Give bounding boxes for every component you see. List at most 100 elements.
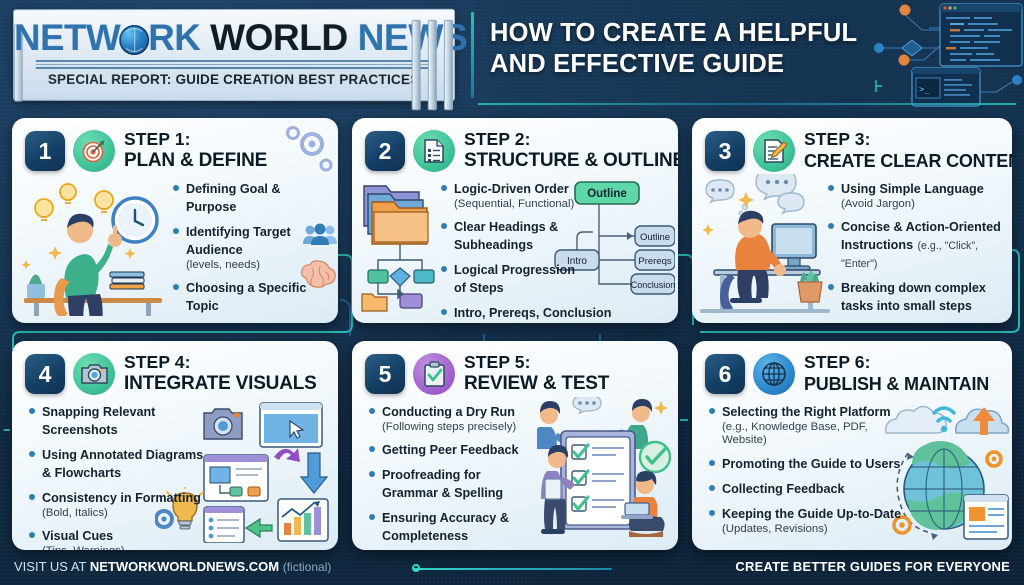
tech-decoration-graphic: >_ xyxy=(874,3,1023,107)
bullet-item: Snapping Relevant Screenshots xyxy=(28,403,243,439)
bullet-item: Using Annotated Diagrams & Flowcharts xyxy=(28,446,243,482)
card-bullets: Using Simple Language(Avoid Jargon) Conc… xyxy=(827,180,1004,323)
masthead-word-rk: RK xyxy=(148,17,201,58)
bullet-item: Conducting a Dry Run(Following steps pre… xyxy=(368,403,583,434)
bullet-item: Intro, Prereqs, Conclusion xyxy=(440,304,650,322)
card-header: 2 STEP 2: STRUCTURE & OUTLINE xyxy=(365,128,678,175)
bullet-item: Scope of Content xyxy=(172,322,330,323)
clipboard-check-icon xyxy=(413,353,455,395)
card-title-line2: PLAN & DEFINE xyxy=(124,150,268,171)
bullet-item: Logical Progression of Steps xyxy=(440,261,650,297)
paper-fold xyxy=(443,19,453,111)
document-list-icon xyxy=(413,130,455,172)
footer-tagline: CREATE BETTER GUIDES FOR EVERYONE xyxy=(735,559,1010,574)
globe-icon xyxy=(119,25,150,55)
bullet-item: Using Simple Language(Avoid Jargon) xyxy=(827,180,1004,211)
step-number-badge: 4 xyxy=(25,354,65,394)
card-title: STEP 6: PUBLISH & MAINTAIN xyxy=(804,351,1002,395)
card-bullets: Conducting a Dry Run(Following steps pre… xyxy=(368,403,583,550)
header-baseline xyxy=(478,103,1016,105)
bullet-item: Getting Peer Feedback xyxy=(368,441,583,459)
card-title-line2: CREATE CLEAR CONTENT xyxy=(804,151,1012,171)
card-title-line2: STRUCTURE & OUTLINE xyxy=(464,150,678,171)
bullet-item: Identifying Target Audience(levels, need… xyxy=(172,223,330,272)
card-title: STEP 2: STRUCTURE & OUTLINE xyxy=(464,128,678,172)
step-number-badge: 1 xyxy=(25,131,65,171)
bullet-item: Clear Headings & Subheadings xyxy=(440,218,650,254)
card-title-line2: REVIEW & TEST xyxy=(464,373,610,394)
card-title-line1: STEP 1: xyxy=(124,129,191,149)
card-title-line1: STEP 5: xyxy=(464,352,531,372)
page-title-line2: AND EFFECTIVE GUIDE xyxy=(490,50,785,78)
card-header: 6 STEP 6: PUBLISH & MAINTAIN xyxy=(705,352,1002,398)
masthead-word-world: WORLD xyxy=(210,16,348,59)
masthead-subtitle: SPECIAL REPORT: GUIDE CREATION BEST PRAC… xyxy=(47,71,420,88)
card-title: STEP 4: INTEGRATE VISUALS xyxy=(124,351,328,395)
bullet-item: Selecting the Right Platform(e.g., Knowl… xyxy=(708,403,983,448)
card-title-line1: STEP 6: xyxy=(804,352,871,372)
bullet-item: Consistency in Formatting(Bold, Italics) xyxy=(28,489,243,520)
folders-flowchart-illustration xyxy=(361,185,435,312)
page-title: HOW TO CREATE A HELPFUL AND EFFECTIVE GU… xyxy=(490,18,890,80)
footer-site-url[interactable]: NETWORKWORLDNEWS.COM xyxy=(89,559,280,574)
card-header: 4 STEP 4: INTEGRATE VISUALS xyxy=(25,352,328,398)
card-title-line2: PUBLISH & MAINTAIN xyxy=(804,374,990,394)
step-card-4[interactable]: 4 STEP 4: INTEGRATE VISUALS xyxy=(12,341,338,550)
card-bullets: Selecting the Right Platform(e.g., Knowl… xyxy=(708,403,983,543)
card-title-line2: INTEGRATE VISUALS xyxy=(124,373,317,394)
step-number-badge: 3 xyxy=(705,131,745,171)
masthead-word-network: NETW xyxy=(14,17,121,58)
paper-fold xyxy=(411,19,421,111)
step-card-2[interactable]: 2 STEP 2: STRUCTURE & OUTLINE xyxy=(352,118,678,323)
bullet-item: Choosing a Specific Topic xyxy=(172,279,330,315)
card-title-line1: STEP 2: xyxy=(464,129,531,149)
pencil-document-icon xyxy=(753,130,795,172)
camera-icon xyxy=(73,353,115,395)
bullet-item: Concise & Action-Oriented Instructions (… xyxy=(827,218,1004,272)
card-title: STEP 3: CREATE CLEAR CONTENT xyxy=(804,128,1012,172)
footer-visit-label: VISIT US AT xyxy=(14,559,87,574)
card-bullets: Logic-Driven Order(Sequential, Functiona… xyxy=(440,180,650,323)
card-bullets: Defining Goal & Purpose Identifying Targ… xyxy=(172,180,330,323)
bullet-item: Promoting the Guide to Users xyxy=(708,455,983,473)
bullet-item: Logic-Driven Order(Sequential, Functiona… xyxy=(440,180,650,211)
card-bullets: Snapping Relevant Screenshots Using Anno… xyxy=(28,403,243,550)
card-header: 3 STEP 3: CREATE CLEAR CONTENT xyxy=(705,128,1012,175)
paper-fold xyxy=(427,19,437,111)
bullet-item: Keeping the Guide Up-to-Date(Updates, Re… xyxy=(708,505,983,536)
svg-text:>_: >_ xyxy=(919,85,930,95)
card-title: STEP 1: PLAN & DEFINE xyxy=(124,128,328,172)
step-number-badge: 2 xyxy=(365,131,405,171)
bullet-item: Proofreading for Grammar & Spelling xyxy=(368,466,583,502)
footer: VISIT US AT NETWORKWORLDNEWS.COM (fictio… xyxy=(0,552,1024,585)
card-title-line1: STEP 3: xyxy=(804,129,871,149)
step-card-1[interactable]: 1 STEP 1: PLAN & DEFINE xyxy=(12,118,338,323)
step-number-badge: 5 xyxy=(365,354,405,394)
person-at-desk-illustration xyxy=(22,183,162,316)
globe-icon xyxy=(753,353,795,395)
step-card-6[interactable]: 6 STEP 6: PUBLISH & MAINTAIN xyxy=(692,341,1012,550)
bullet-item: Visual Cues(Tips, Warnings) xyxy=(28,527,243,550)
step-card-5[interactable]: 5 STEP 5: REVIEW & TEST xyxy=(352,341,678,550)
bullet-item: Bullet points, short sentences xyxy=(827,322,1004,323)
footer-visit-text: VISIT US AT NETWORKWORLDNEWS.COM (fictio… xyxy=(14,559,331,574)
card-header: 1 STEP 1: PLAN & DEFINE xyxy=(25,129,328,175)
target-icon xyxy=(73,130,115,172)
step-card-3[interactable]: 3 STEP 3: CREATE CLEAR CONTENT xyxy=(692,118,1012,323)
card-title: STEP 5: REVIEW & TEST xyxy=(464,351,668,395)
page-title-line1: HOW TO CREATE A HELPFUL xyxy=(490,19,858,47)
masthead-rules xyxy=(35,59,432,71)
bullet-item: Collecting Feedback xyxy=(708,480,983,498)
step-number-badge: 6 xyxy=(705,354,745,394)
card-title-line1: STEP 4: xyxy=(124,352,191,372)
footer-fictional-note: (fictional) xyxy=(282,560,332,574)
header-divider xyxy=(471,12,474,98)
footer-accent-line xyxy=(412,568,612,570)
bullet-item: Ensuring Accuracy & Completeness xyxy=(368,509,583,545)
card-header: 5 STEP 5: REVIEW & TEST xyxy=(365,352,668,398)
bullet-item: Defining Goal & Purpose xyxy=(172,180,330,216)
